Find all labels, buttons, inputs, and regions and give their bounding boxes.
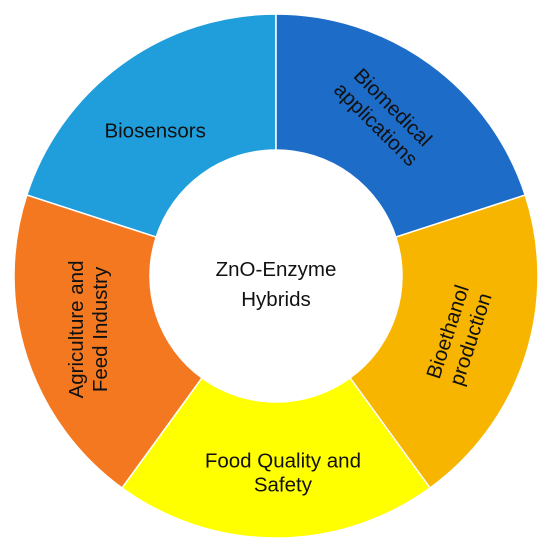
center-title-line-2: Hybrids [241, 288, 311, 311]
label-agriculture-line-1: Agriculture and [65, 261, 88, 399]
center-title-line-1: ZnO-Enzyme [216, 258, 337, 281]
segments-layer [13, 13, 539, 539]
center-circle [150, 150, 402, 402]
label-food-line-1: Food Quality and [205, 449, 361, 472]
label-biosensors: Biosensors [104, 119, 205, 142]
label-biosensors-line-1: Biosensors [104, 119, 205, 142]
label-agriculture-line-2: Feed Industry [89, 266, 112, 392]
label-food-line-2: Safety [254, 473, 313, 496]
center-hub: ZnO-Enzyme Hybrids [216, 258, 337, 311]
